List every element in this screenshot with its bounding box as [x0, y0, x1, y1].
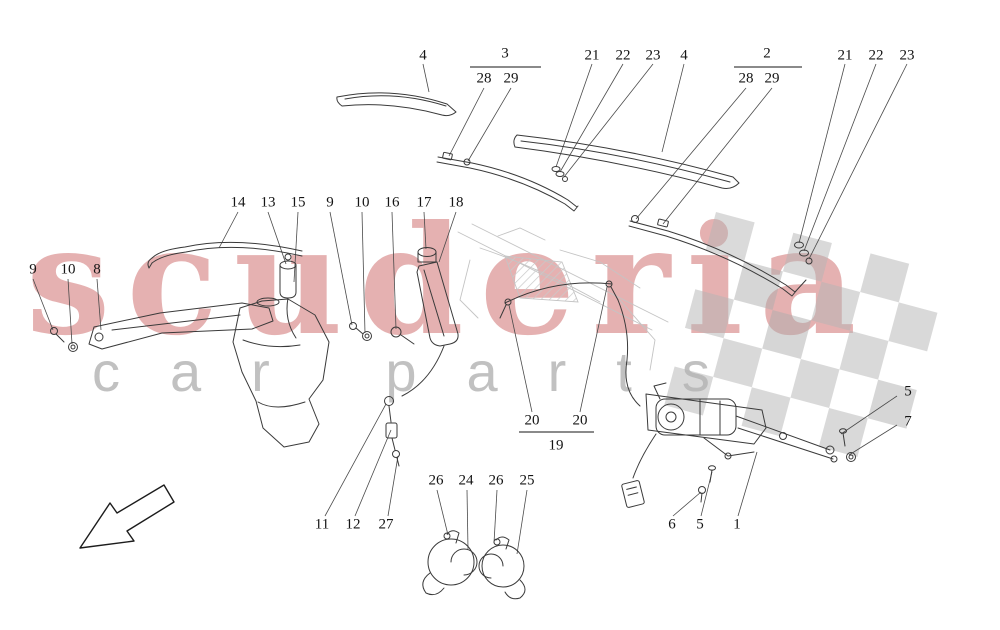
callout-8: 8 [93, 261, 101, 278]
callout-19: 19 [548, 437, 564, 454]
callout-9: 9 [29, 261, 37, 278]
callout-12: 12 [345, 516, 361, 533]
bolt-washer-mid [349, 322, 372, 341]
callout-5: 5 [904, 383, 912, 400]
washer-pump [279, 253, 297, 339]
motor-bolts-bottom [698, 465, 716, 503]
callout-6: 6 [668, 516, 676, 533]
callout-10: 10 [60, 261, 76, 278]
leader-lines [32, 63, 908, 555]
callout-29: 29 [503, 70, 519, 87]
wiper-motor-assembly [621, 382, 838, 508]
callout-1: 1 [733, 516, 741, 533]
callout-4: 4 [680, 47, 688, 64]
callout-28: 28 [738, 70, 754, 87]
checkered-flag-watermark [664, 212, 938, 457]
filler-pipe [401, 247, 459, 397]
callout-23: 23 [899, 47, 915, 64]
callout-28: 28 [476, 70, 492, 87]
callout-29: 29 [764, 70, 780, 87]
callout-21: 21 [584, 47, 600, 64]
wiper-blade-long [513, 134, 740, 189]
callout-25: 25 [519, 472, 535, 489]
callout-27: 27 [378, 516, 394, 533]
callout-2: 2 [763, 45, 771, 62]
callout-22: 22 [615, 47, 631, 64]
valve-cluster [384, 396, 400, 467]
callout-14: 14 [230, 194, 246, 211]
callout-5: 5 [696, 516, 704, 533]
callout-bracket-lines [470, 66, 802, 433]
wiper-arm-right [628, 215, 813, 297]
hose-with-clips [499, 280, 641, 407]
washer-reservoir [232, 297, 330, 448]
callout-18: 18 [448, 194, 464, 211]
callout-4: 4 [419, 47, 427, 64]
reservoir-bracket [88, 302, 274, 350]
callout-23: 23 [645, 47, 661, 64]
callout-20: 20 [524, 412, 540, 429]
callout-16: 16 [384, 194, 400, 211]
body-reference-lines [457, 223, 669, 371]
callout-24: 24 [458, 472, 474, 489]
wiper-arm-left [436, 151, 579, 212]
callout-11: 11 [314, 516, 330, 533]
callout-7: 7 [904, 413, 912, 430]
wiper-blade-short [336, 92, 457, 117]
callout-17: 17 [416, 194, 432, 211]
callout-22: 22 [868, 47, 884, 64]
callout-26: 26 [488, 472, 504, 489]
bolt-washer-left [50, 327, 78, 352]
callout-10: 10 [354, 194, 370, 211]
callout-21: 21 [837, 47, 853, 64]
callout-13: 13 [260, 194, 276, 211]
callout-26: 26 [428, 472, 444, 489]
callout-3: 3 [501, 45, 509, 62]
direction-arrow [79, 484, 175, 549]
washer-hose [147, 241, 303, 269]
callout-15: 15 [290, 194, 306, 211]
motor-bolts-right [839, 428, 856, 462]
horns [422, 530, 526, 600]
callout-20: 20 [572, 412, 588, 429]
hose-fitting [390, 326, 415, 345]
callout-9: 9 [326, 194, 334, 211]
